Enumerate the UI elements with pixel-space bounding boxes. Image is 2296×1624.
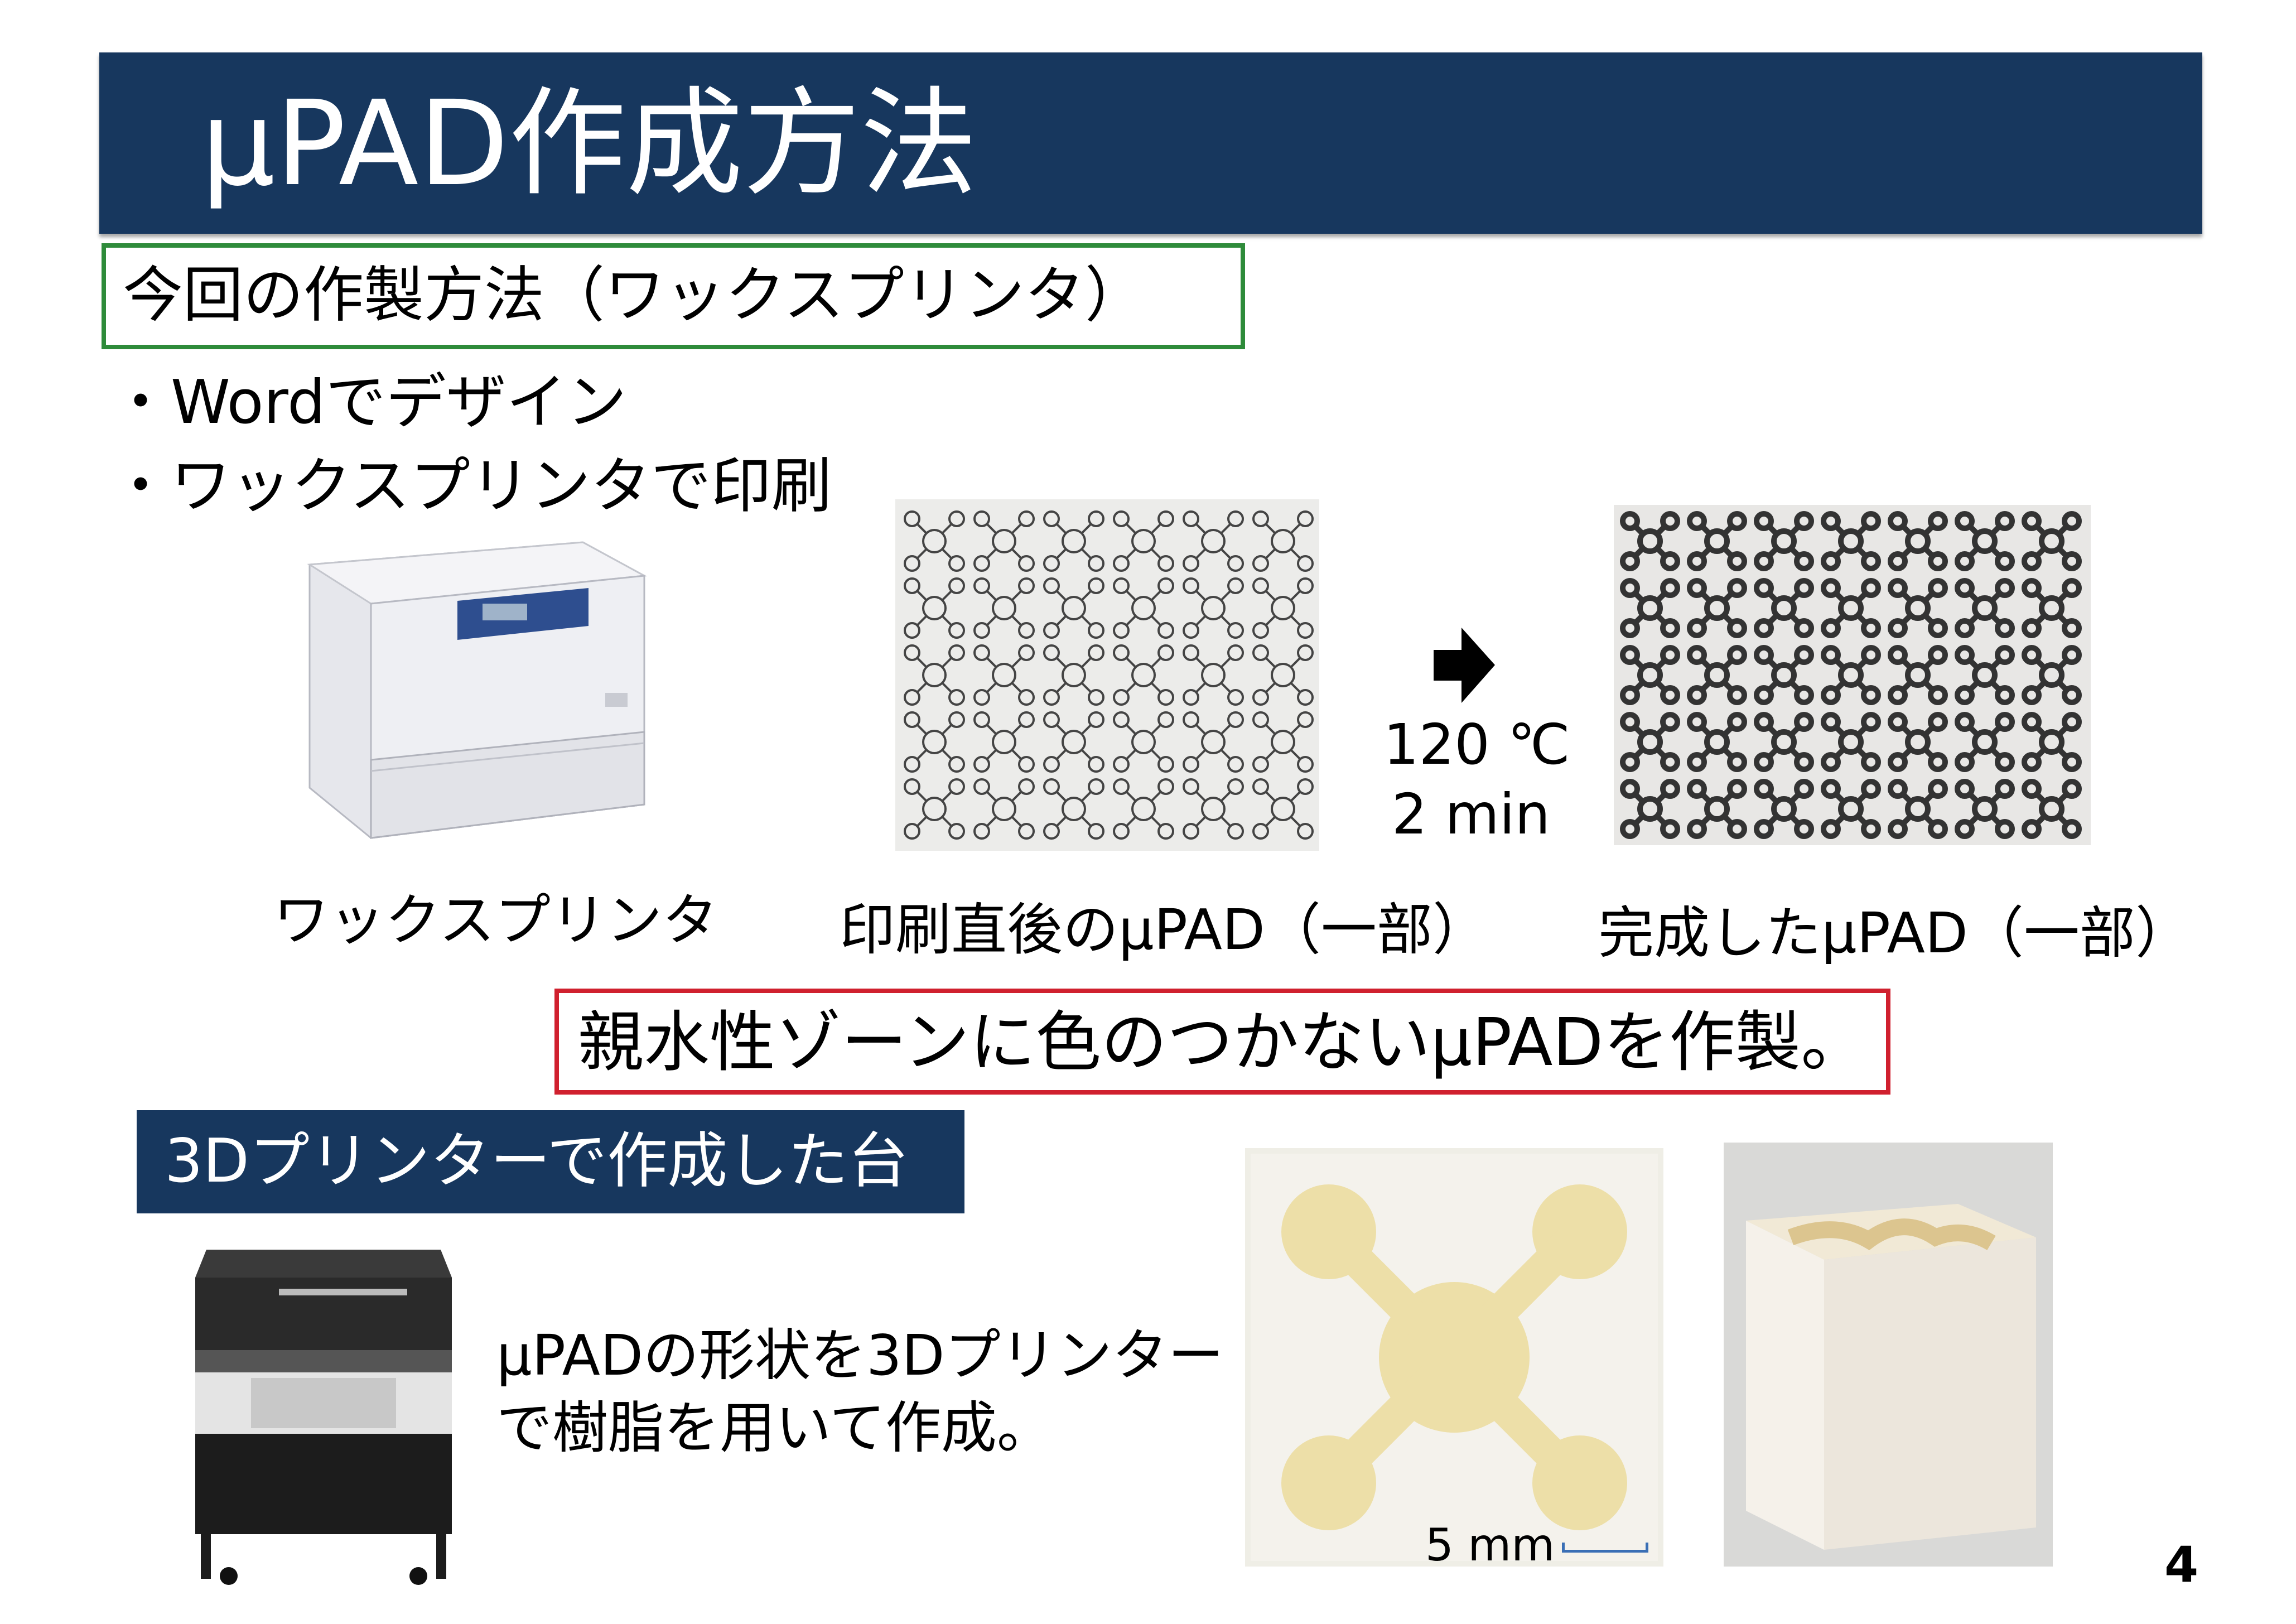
page-number: 4 bbox=[2164, 1536, 2199, 1593]
statement-text: 親水性ゾーンに色のつかないμPADを作製。 bbox=[578, 1004, 1867, 1081]
heating-temperature: 120 ℃ bbox=[1383, 712, 1570, 777]
section-3d-label bbox=[137, 1110, 964, 1213]
right-arrow-icon bbox=[1434, 628, 1495, 703]
bullet-print: ・ワックスプリンタで印刷 bbox=[110, 451, 832, 521]
stage-description-line2: で樹脂を用いて作成。 bbox=[496, 1395, 1053, 1461]
stage-description-line1: μPADの形状を3Dプリンター bbox=[496, 1323, 1224, 1388]
caption-wax-printer: ワックスプリンタ bbox=[273, 888, 718, 953]
heating-duration: 2 min bbox=[1392, 782, 1550, 847]
wax-printer-image bbox=[287, 526, 678, 855]
stage-side-view-image bbox=[1724, 1143, 2053, 1567]
caption-finished-upad: 完成したμPAD（一部） bbox=[1598, 900, 2191, 966]
printed-upad-image bbox=[895, 499, 1319, 851]
statement-box bbox=[554, 989, 1890, 1095]
slide-title: μPAD作成方法 bbox=[201, 75, 978, 212]
method-heading-box bbox=[102, 243, 1245, 349]
caption-printed-upad: 印刷直後のμPAD（一部） bbox=[840, 897, 1488, 962]
stage-top-view-image bbox=[1245, 1148, 1663, 1567]
bullet-design: ・Wordでデザイン bbox=[110, 368, 627, 437]
scale-bar bbox=[1562, 1543, 1648, 1553]
finished-upad-image bbox=[1614, 505, 2091, 845]
section-3d-heading: 3Dプリンターで作成した台 bbox=[165, 1126, 909, 1196]
title-banner bbox=[99, 52, 2202, 234]
method-heading: 今回の作製方法（ワックスプリンタ） bbox=[123, 261, 1145, 330]
3d-printer-image bbox=[195, 1233, 457, 1590]
scale-label: 5 mm bbox=[1425, 1519, 1555, 1571]
